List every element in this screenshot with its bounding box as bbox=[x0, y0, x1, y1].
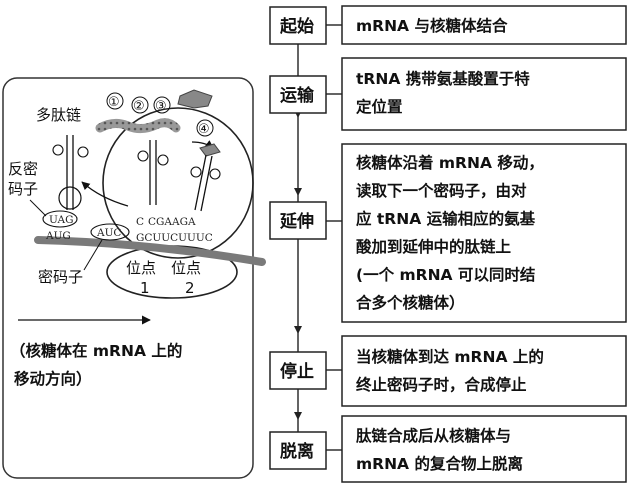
stage-desc-box-initiation bbox=[341, 5, 627, 45]
trna-exit-arrow bbox=[81, 181, 129, 207]
codon-sequence: AUC bbox=[96, 227, 121, 239]
step-3-label: ③ bbox=[155, 99, 167, 114]
step-2-circle bbox=[131, 96, 149, 114]
stage-desc-release-line-1: 肽链合成后从核糖体与 bbox=[356, 426, 511, 445]
ribosome-large-subunit bbox=[102, 107, 254, 259]
trna-site-2 bbox=[190, 154, 221, 212]
site-2-number: 2 bbox=[185, 279, 195, 297]
flow-arrow-2 bbox=[294, 188, 302, 196]
stage-box-initiation bbox=[269, 6, 327, 45]
step-3-circle bbox=[153, 96, 171, 114]
anticodon-leader bbox=[29, 199, 47, 217]
stage-desc-initiation: mRNA 与核糖体结合 bbox=[356, 16, 508, 35]
anticodon-sequence: UAG bbox=[49, 214, 74, 226]
stage-desc-elongation-line-2: 读取下一个密码子，由对 bbox=[356, 181, 527, 200]
step-4-label: ④ bbox=[198, 122, 210, 137]
flow-arrow-4 bbox=[294, 412, 302, 420]
incoming-amino-acid bbox=[199, 143, 221, 157]
step-1-label: ① bbox=[108, 95, 120, 110]
stage-desc-elongation-line-3: 应 tRNA 运输相应的氨基 bbox=[356, 209, 536, 228]
stage-desc-elongation-line-5: (一个 mRNA 可以同时结 bbox=[356, 265, 535, 284]
trna-site-1 bbox=[137, 140, 169, 205]
polypeptide-chain bbox=[95, 118, 181, 134]
anticodon-label-line1: 反密 bbox=[8, 160, 38, 178]
stage-desc-termination-line-2: 终止密码子时，合成停止 bbox=[356, 375, 527, 394]
stage-box-elongation bbox=[269, 201, 327, 240]
step-4-circle bbox=[196, 119, 214, 137]
caption-line-1: （核糖体在 mRNA 上的 bbox=[10, 341, 182, 360]
mrna-sequence: GCUUCUUUC bbox=[136, 232, 213, 244]
site-2-label: 位点 bbox=[171, 259, 201, 277]
ribosome-panel-frame bbox=[2, 77, 254, 479]
codon-label: 密码子 bbox=[38, 268, 83, 286]
stage-desc-box-termination bbox=[341, 335, 627, 407]
step-2-label: ② bbox=[133, 99, 145, 114]
stage-name-release: 脱离 bbox=[280, 441, 314, 462]
stage-desc-elongation-line-6: 合多个核糖体） bbox=[356, 293, 465, 312]
stage-desc-box-release bbox=[341, 415, 627, 483]
stage-name-elongation: 延伸 bbox=[279, 211, 314, 232]
stage-desc-transport-line-2: 定位置 bbox=[356, 97, 403, 116]
stage-desc-termination-line-1: 当核糖体到达 mRNA 上的 bbox=[356, 347, 544, 366]
stage-name-initiation: 起始 bbox=[279, 16, 314, 37]
anticodon-oval bbox=[42, 210, 78, 228]
stage-name-termination: 停止 bbox=[280, 361, 314, 382]
caption-line-2: 移动方向） bbox=[14, 369, 92, 388]
codon-leader bbox=[83, 239, 103, 271]
stage-box-transport bbox=[269, 75, 327, 114]
free-amino-acid bbox=[177, 89, 213, 109]
mrna-strand bbox=[34, 236, 266, 266]
stage-desc-release-line-2: mRNA 的复合物上脱离 bbox=[356, 454, 523, 473]
c-mark: C bbox=[136, 216, 144, 228]
polypeptide-label: 多肽链 bbox=[36, 106, 81, 124]
stage-desc-elongation-line-4: 酸加到延伸中的肽链上 bbox=[356, 237, 512, 256]
site-1-label: 位点 bbox=[126, 259, 156, 277]
stage-desc-elongation-line-1: 核糖体沿着 mRNA 移动， bbox=[356, 153, 544, 172]
trna-left bbox=[52, 135, 89, 210]
stage-desc-transport-line-1: tRNA 携带氨基酸置于特 bbox=[356, 69, 530, 88]
stage-box-release bbox=[269, 431, 327, 470]
anticodon-label-line2: 码子 bbox=[8, 180, 38, 198]
stage-desc-box-transport bbox=[341, 57, 627, 131]
site-1-number: 1 bbox=[140, 279, 150, 297]
codon-oval bbox=[90, 223, 130, 241]
stage-name-transport: 运输 bbox=[280, 85, 315, 106]
step-1-circle bbox=[106, 92, 124, 110]
stage-desc-box-elongation bbox=[341, 143, 627, 323]
mrna-start-sequence: AUG bbox=[45, 230, 71, 242]
trna-anticodon-sequence: CGAAGA bbox=[148, 216, 196, 228]
flow-arrow-3 bbox=[294, 326, 302, 334]
stage-box-termination bbox=[269, 351, 327, 390]
